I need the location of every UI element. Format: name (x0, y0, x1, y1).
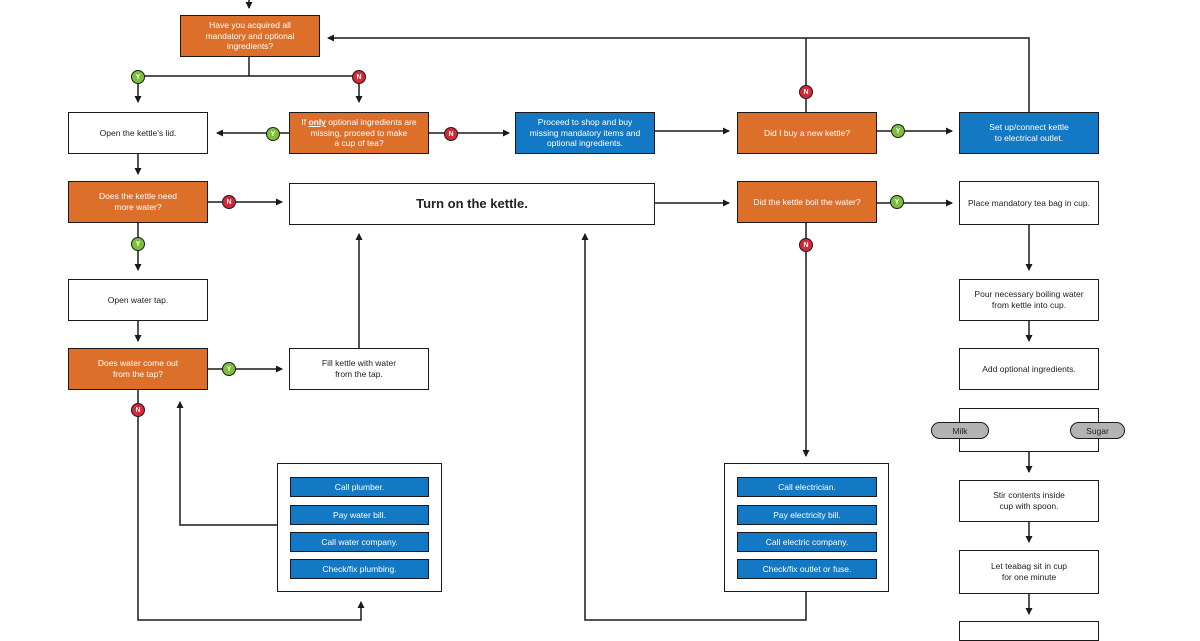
yes-badge-only-optional: Y (266, 127, 280, 141)
yes-badge-new-kettle: Y (891, 124, 905, 138)
water-fix-check-plumbing: Check/fix plumbing. (290, 559, 429, 579)
node-new-kettle: Did I buy a new kettle? (737, 112, 877, 154)
node-turn-on-kettle: Turn on the kettle. (289, 183, 655, 225)
no-badge-new-kettle: N (799, 85, 813, 99)
node-add-optional: Add optional ingredients. (959, 348, 1099, 390)
node-next-step (959, 621, 1099, 641)
pill-sugar: Sugar (1070, 422, 1125, 439)
yes-badge-need-water: Y (131, 237, 145, 251)
node-let-sit: Let teabag sit in cup for one minute (959, 550, 1099, 594)
node-setup-kettle: Set up/connect kettle to electrical outl… (959, 112, 1099, 154)
node-only-optional: If only optional ingredients are missing… (289, 112, 429, 154)
node-boil-water: Did the kettle boil the water? (737, 181, 877, 223)
node-proceed-shop: Proceed to shop and buy missing mandator… (515, 112, 655, 154)
no-badge-water-tap: N (131, 403, 145, 417)
yes-badge-acquired: Y (131, 70, 145, 84)
node-acquired-ingredients: Have you acquired all mandatory and opti… (180, 15, 320, 57)
node-place-teabag: Place mandatory tea bag in cup. (959, 181, 1099, 225)
node-open-tap: Open water tap. (68, 279, 208, 321)
no-badge-need-water: N (222, 195, 236, 209)
yes-badge-boil: Y (890, 195, 904, 209)
yes-badge-water-tap: Y (222, 362, 236, 376)
node-need-water: Does the kettle need more water? (68, 181, 208, 223)
no-badge-boil: N (799, 238, 813, 252)
electric-fix-pay-bill: Pay electricity bill. (737, 505, 877, 525)
node-stir: Stir contents inside cup with spoon. (959, 480, 1099, 522)
no-badge-only-optional: N (444, 127, 458, 141)
no-badge-acquired: N (352, 70, 366, 84)
water-fix-pay-bill: Pay water bill. (290, 505, 429, 525)
electric-fix-call-company: Call electric company. (737, 532, 877, 552)
electric-fix-check-outlet: Check/fix outlet or fuse. (737, 559, 877, 579)
water-fix-call-plumber: Call plumber. (290, 477, 429, 497)
node-open-lid: Open the kettle's lid. (68, 112, 208, 154)
node-water-from-tap: Does water come out from the tap? (68, 348, 208, 390)
electric-fix-call-electrician: Call electrician. (737, 477, 877, 497)
water-fix-call-company: Call water company. (290, 532, 429, 552)
node-pour-water: Pour necessary boiling water from kettle… (959, 279, 1099, 321)
node-fill-kettle: Fill kettle with water from the tap. (289, 348, 429, 390)
pill-milk: Milk (931, 422, 989, 439)
